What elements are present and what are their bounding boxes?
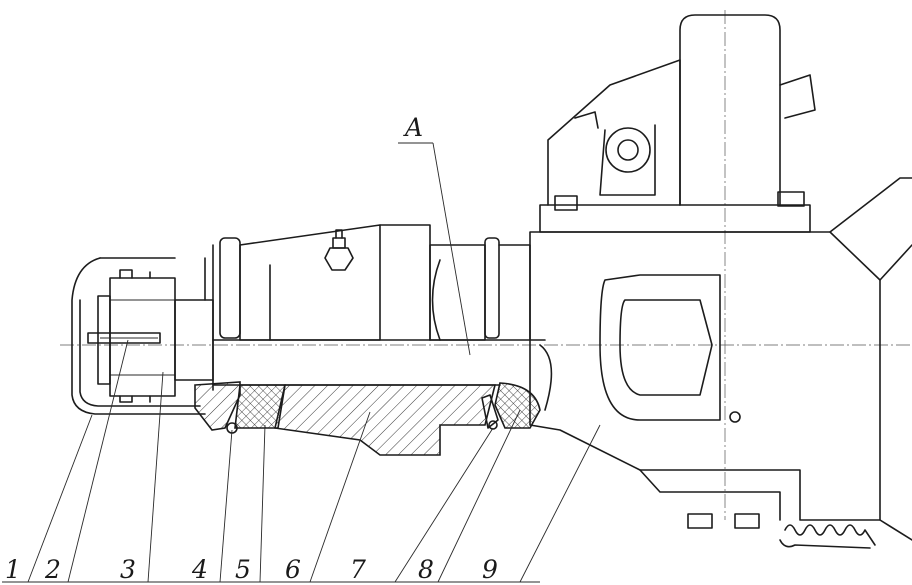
fork-yoke — [529, 177, 912, 541]
bottom-fasteners — [687, 513, 876, 549]
callout-1: 1 — [5, 555, 21, 584]
callout-7: 7 — [350, 555, 366, 584]
castle-nut — [97, 269, 176, 403]
callout-6: 6 — [285, 555, 301, 584]
callout-8: 8 — [418, 555, 434, 584]
cotter-pin — [87, 332, 161, 344]
callout-4: 4 — [191, 555, 208, 584]
end-cap — [71, 257, 206, 415]
callout-2: 2 — [44, 555, 61, 584]
seal-ring — [481, 344, 553, 430]
grease-fitting — [324, 229, 354, 271]
center-line — [60, 10, 912, 520]
hub — [274, 384, 497, 456]
callout-3: 3 — [120, 555, 136, 584]
upper-housing — [547, 14, 816, 211]
shaft — [174, 224, 546, 391]
leader-lines — [2, 142, 601, 583]
callout-9: 9 — [482, 555, 498, 584]
callout-5: 5 — [235, 555, 251, 584]
view-label-a: A — [403, 113, 423, 142]
bushing — [194, 381, 241, 434]
